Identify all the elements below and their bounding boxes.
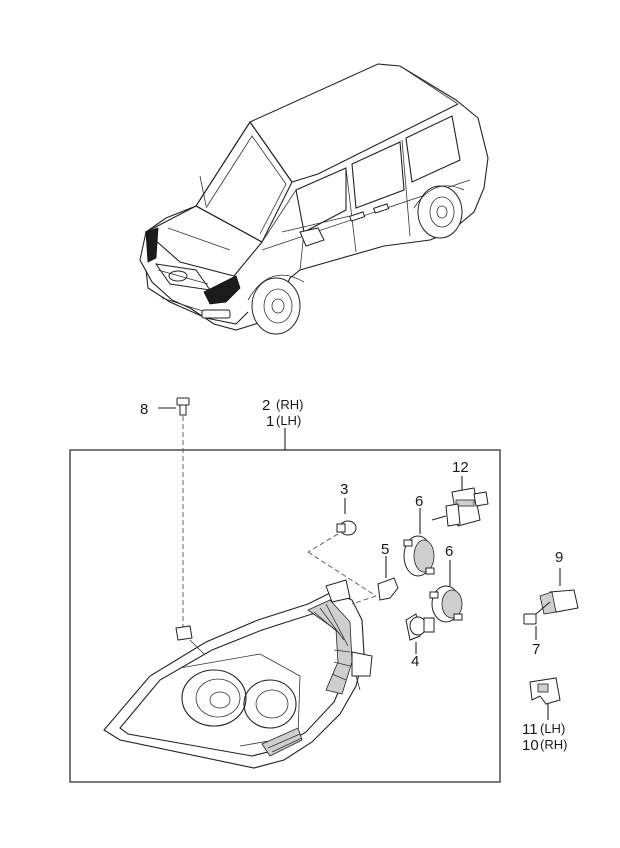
callout-5: 5 — [381, 541, 389, 558]
callout-9: 9 — [555, 549, 563, 566]
callout-7: 7 — [532, 641, 540, 658]
callout-6a: 6 — [415, 493, 423, 510]
part-9-bracket — [539, 568, 579, 615]
callout-6b: 6 — [445, 543, 453, 560]
callout-2-side: (RH) — [276, 397, 303, 412]
vehicle-illustration — [139, 63, 489, 335]
callout-12: 12 — [452, 459, 469, 476]
part-12-actuator — [431, 476, 489, 527]
callout-11: 11 — [522, 721, 538, 738]
callout-2: 2 — [262, 397, 270, 414]
callout-10: 10 — [522, 737, 539, 754]
callout-10-side: (RH) — [540, 737, 567, 752]
part-6-cap-lower — [429, 560, 463, 623]
part-5-socket — [351, 556, 399, 605]
part-7-screw — [523, 601, 551, 640]
callout-8: 8 — [140, 401, 148, 418]
callout-4: 4 — [411, 653, 419, 670]
part-10-11-clip — [529, 677, 561, 720]
callout-3: 3 — [340, 481, 348, 498]
part-4-bulb — [405, 613, 435, 654]
part-8-screw — [158, 397, 190, 632]
vehicle-headlamp-right — [203, 275, 241, 305]
headlamp-assembly — [103, 579, 373, 769]
vehicle-headlamp-left — [145, 227, 159, 263]
callout-11-side: (LH) — [540, 721, 565, 736]
part-3-bulb — [307, 498, 377, 597]
part-6-cap-upper — [403, 508, 435, 577]
callout-1: 1 — [266, 413, 274, 430]
callout-1-side: (LH) — [276, 413, 301, 428]
